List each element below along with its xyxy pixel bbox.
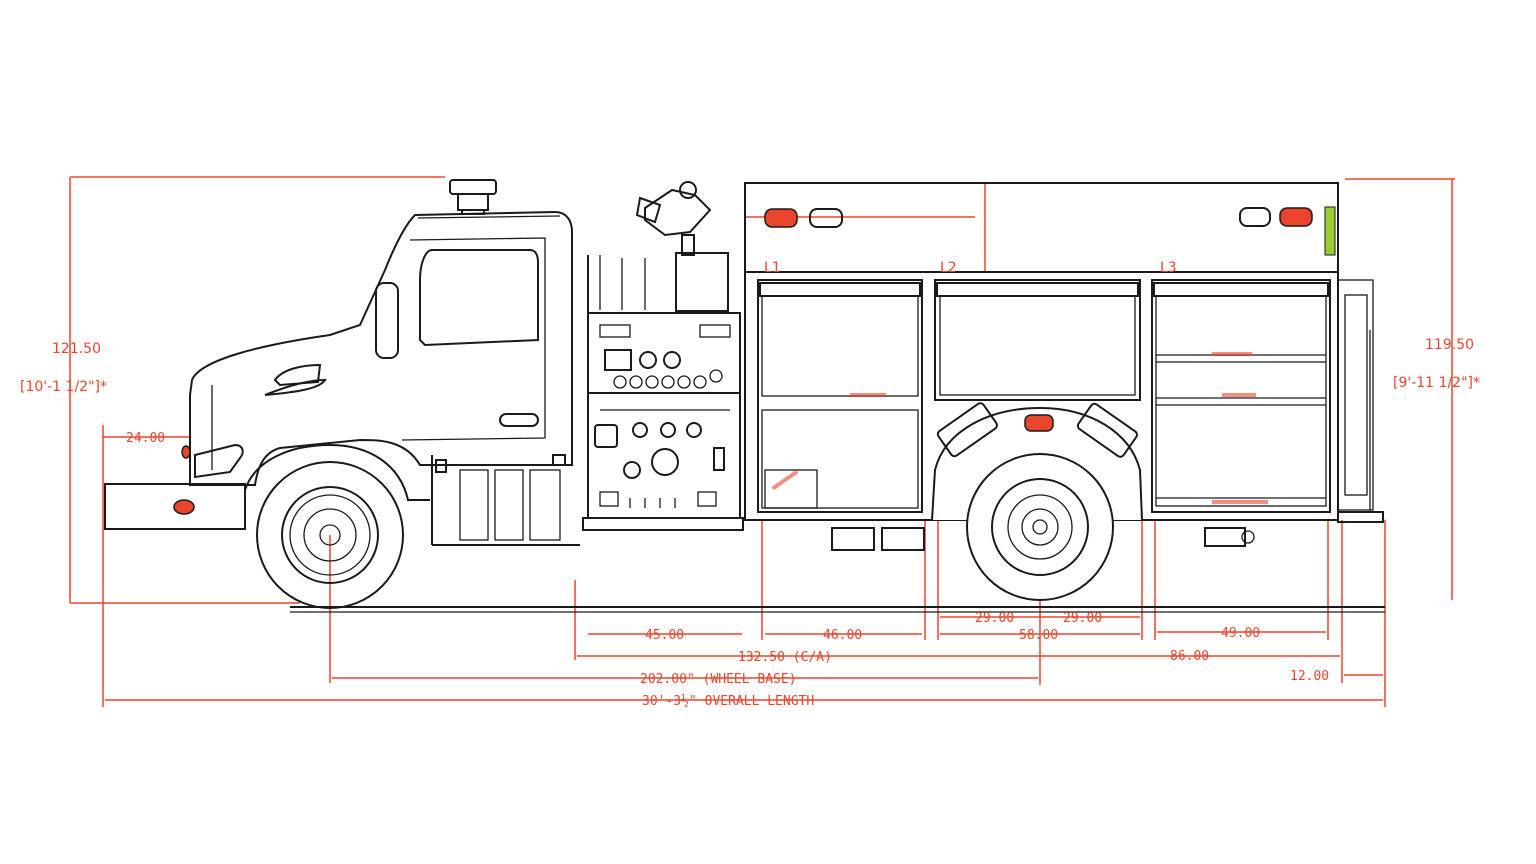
front-bumper (104, 483, 246, 530)
dim-29a-label: 29.00 (975, 611, 1014, 626)
dimension-lines (69, 176, 1455, 707)
dim-86-label: 86.00 (1170, 649, 1209, 664)
front-height-label: 121.50 (52, 341, 101, 357)
warning-light-rear-upper (1279, 207, 1313, 227)
bumper-ext-label: 24.00 (126, 431, 165, 446)
bumper-marker-light (173, 499, 195, 515)
compartment-l2-label: L2 (940, 260, 957, 276)
rear-height-ft-label: [9'-11 1/2"]* (1393, 375, 1480, 391)
front-wheel (256, 461, 404, 609)
compartment-l1-label: L1 (764, 260, 781, 276)
dim-49-label: 49.00 (1221, 626, 1260, 641)
compartment-l2 (934, 279, 1141, 401)
cab (189, 179, 580, 546)
rear-wheel (966, 453, 1114, 601)
front-height-ft-label: [10'-1 1/2"]* (20, 379, 107, 395)
warning-light-side (1024, 414, 1054, 432)
compartment-l3 (1151, 279, 1331, 513)
rear-height-label: 119.50 (1425, 337, 1474, 353)
dim-29b-label: 29.00 (1063, 611, 1102, 626)
rear-ext-label: 12.00 (1290, 669, 1329, 684)
dimension-labels: 121.50 [10'-1 1/2"]* 119.50 [9'-11 1/2"]… (20, 260, 1480, 709)
compartment-l3-label: L3 (1160, 260, 1177, 276)
dim-46-label: 46.00 (823, 628, 862, 643)
dim-ca-label: 132.50 (C/A) (738, 650, 832, 665)
compartment-l1 (757, 279, 923, 513)
wheelbase-label: 202.00" (WHEEL BASE) (640, 672, 797, 687)
overall-length-label: 30'-3½" OVERALL LENGTH (642, 694, 814, 709)
dim-58-label: 58.00 (1019, 628, 1058, 643)
warning-light-front-upper (764, 208, 798, 228)
dim-45-label: 45.00 (645, 628, 684, 643)
pump-panel (582, 181, 744, 531)
